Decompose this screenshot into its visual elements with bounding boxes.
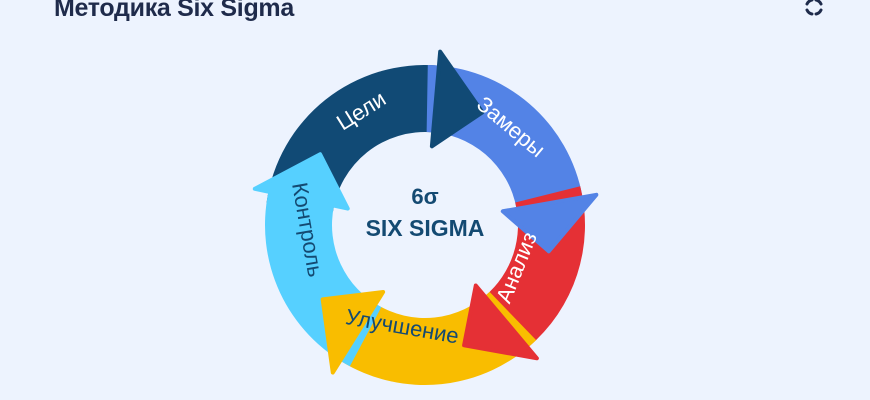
step-arrow-head — [500, 192, 599, 254]
step-arrow-head — [252, 152, 350, 211]
step-arrow-head — [320, 289, 386, 375]
center-symbol: 6σ — [411, 184, 438, 209]
cycle-logo-icon — [805, 0, 823, 16]
page-title: Методика Six Sigma — [54, 0, 294, 22]
step-arrow-head — [429, 49, 485, 149]
center-title: SIX SIGMA — [366, 215, 485, 241]
step-arrow-head — [462, 283, 539, 361]
